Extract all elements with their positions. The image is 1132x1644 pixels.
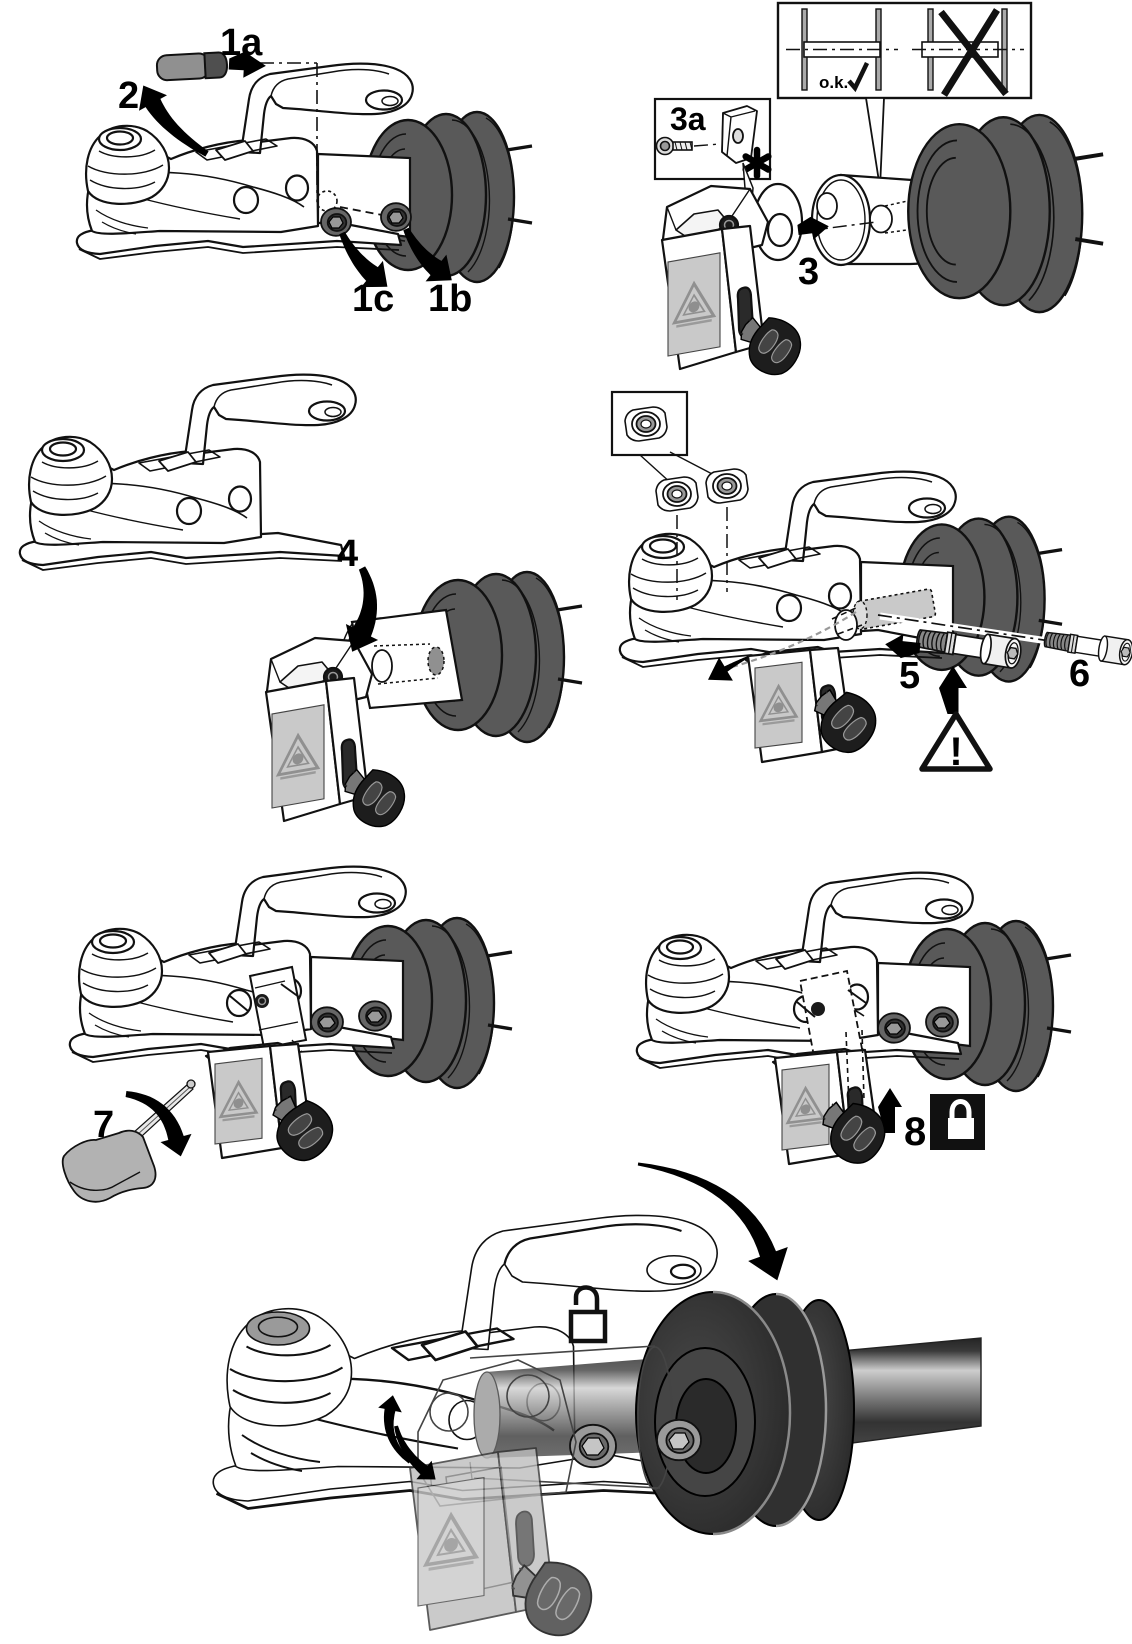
svg-text:1a: 1a <box>220 22 263 64</box>
svg-text:8: 8 <box>904 1110 926 1154</box>
svg-text:3: 3 <box>798 251 819 293</box>
svg-text:5: 5 <box>899 655 920 697</box>
svg-text:6: 6 <box>1069 653 1090 695</box>
svg-text:1b: 1b <box>428 278 472 320</box>
svg-text:4: 4 <box>337 533 358 575</box>
svg-text:7: 7 <box>93 1104 114 1146</box>
svg-text:!: ! <box>949 730 962 774</box>
svg-text:2: 2 <box>118 75 139 117</box>
svg-text:o.k.: o.k. <box>819 73 848 92</box>
svg-text:3a: 3a <box>670 101 706 137</box>
